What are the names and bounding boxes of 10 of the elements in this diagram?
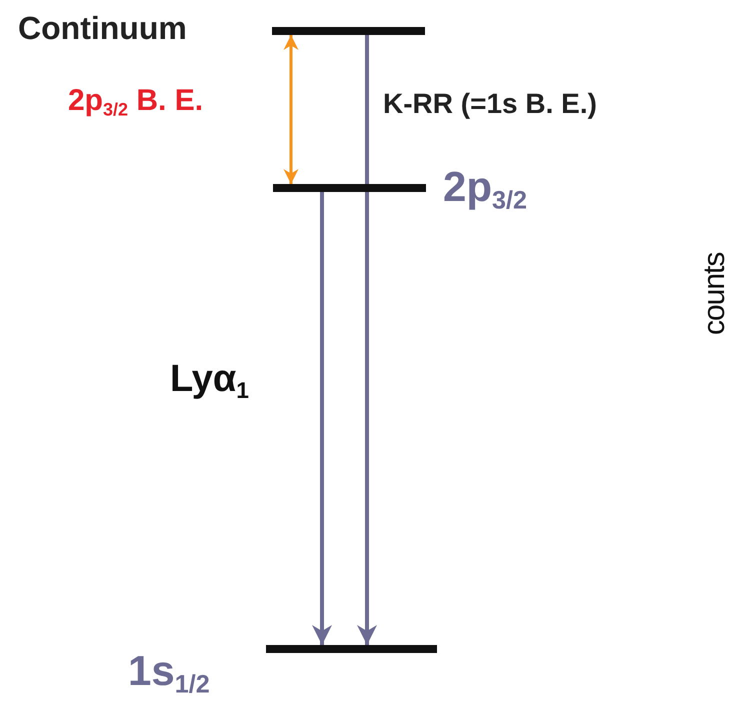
edge-label: Lyα$_{1}$	[170, 360, 249, 402]
axis-label: counts	[700, 252, 730, 335]
arrow	[357, 35, 377, 645]
edge-label: K-RR (=1s B. E.)	[383, 90, 597, 118]
level-label: 1s$_{1/2}$	[128, 650, 210, 698]
arrow	[312, 192, 332, 645]
level-label: 2p$_{3/2}$	[443, 166, 528, 214]
double-headed-arrow	[284, 35, 298, 184]
level-label: Continuum	[18, 12, 187, 44]
edge-label: 2p$_{3/2}$ B. E.	[68, 86, 204, 118]
